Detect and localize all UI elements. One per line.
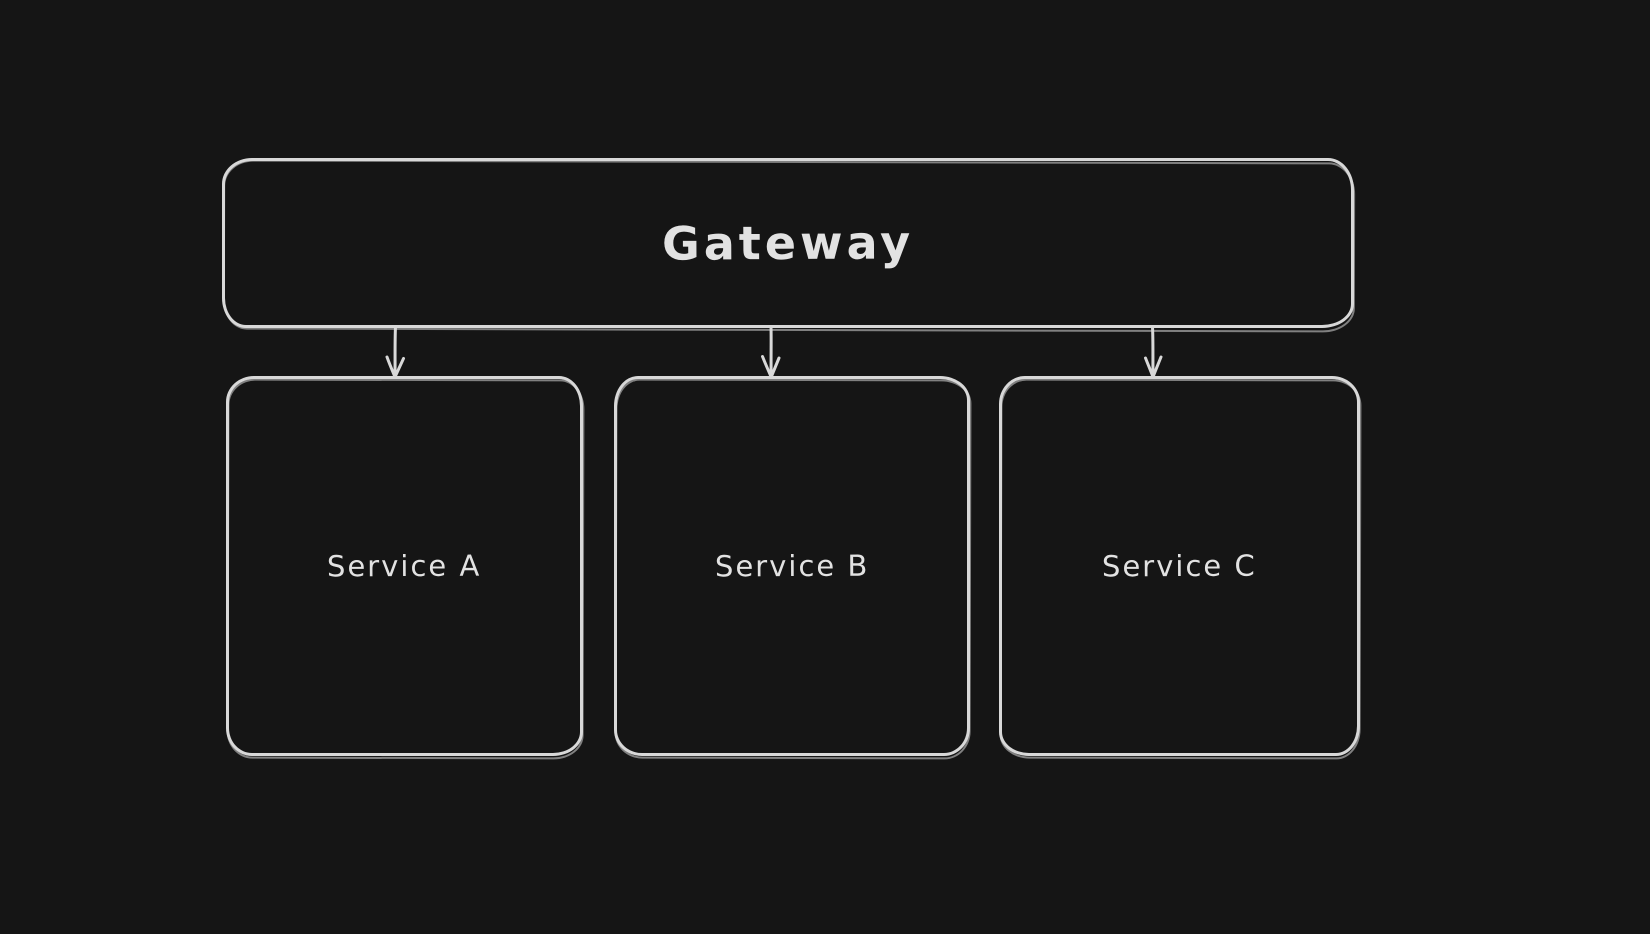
arrow-down-icon (761, 326, 781, 379)
service-b-label: Service B (714, 548, 870, 584)
gateway-label: Gateway (661, 215, 915, 271)
service-a-node[interactable]: Service A (226, 376, 583, 756)
service-a-label: Service A (327, 548, 482, 584)
connector-gateway-to-service-c[interactable] (1137, 326, 1169, 380)
connector-gateway-to-service-a[interactable] (379, 326, 411, 380)
service-c-node[interactable]: Service C (999, 376, 1360, 756)
gateway-node[interactable]: Gateway (222, 158, 1354, 328)
service-b-node[interactable]: Service B (614, 376, 970, 756)
arrow-down-icon (385, 326, 405, 379)
connector-gateway-to-service-b[interactable] (755, 326, 787, 380)
service-c-label: Service C (1102, 548, 1257, 584)
arrow-down-icon (1144, 326, 1163, 379)
